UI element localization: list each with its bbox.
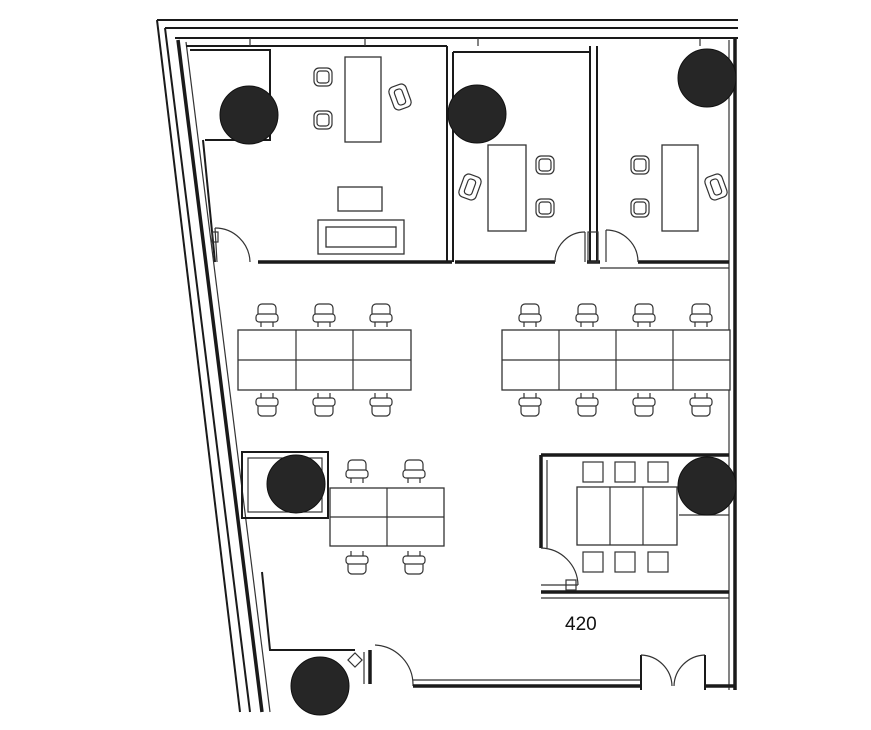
workstation-cluster-left (237, 303, 412, 417)
workstation-cluster-middle (329, 459, 445, 575)
office-1-furniture (313, 56, 412, 255)
room-label: 420 (565, 614, 597, 635)
office-doors (211, 227, 639, 263)
office-2-furniture (458, 144, 555, 232)
plant-icon (447, 84, 507, 144)
office-partitions (186, 38, 729, 269)
plant-icon (677, 456, 737, 516)
bottom-walls (261, 571, 735, 690)
plant-icon (677, 48, 737, 108)
plant-icon (290, 656, 350, 716)
workstation-cluster-right (501, 303, 731, 417)
potted-plants (219, 48, 737, 716)
plant-icon (266, 454, 326, 514)
plant-icon (219, 85, 279, 145)
meeting-room-420 (539, 453, 729, 599)
exterior-wall (156, 19, 738, 713)
office-3-furniture (630, 144, 728, 232)
